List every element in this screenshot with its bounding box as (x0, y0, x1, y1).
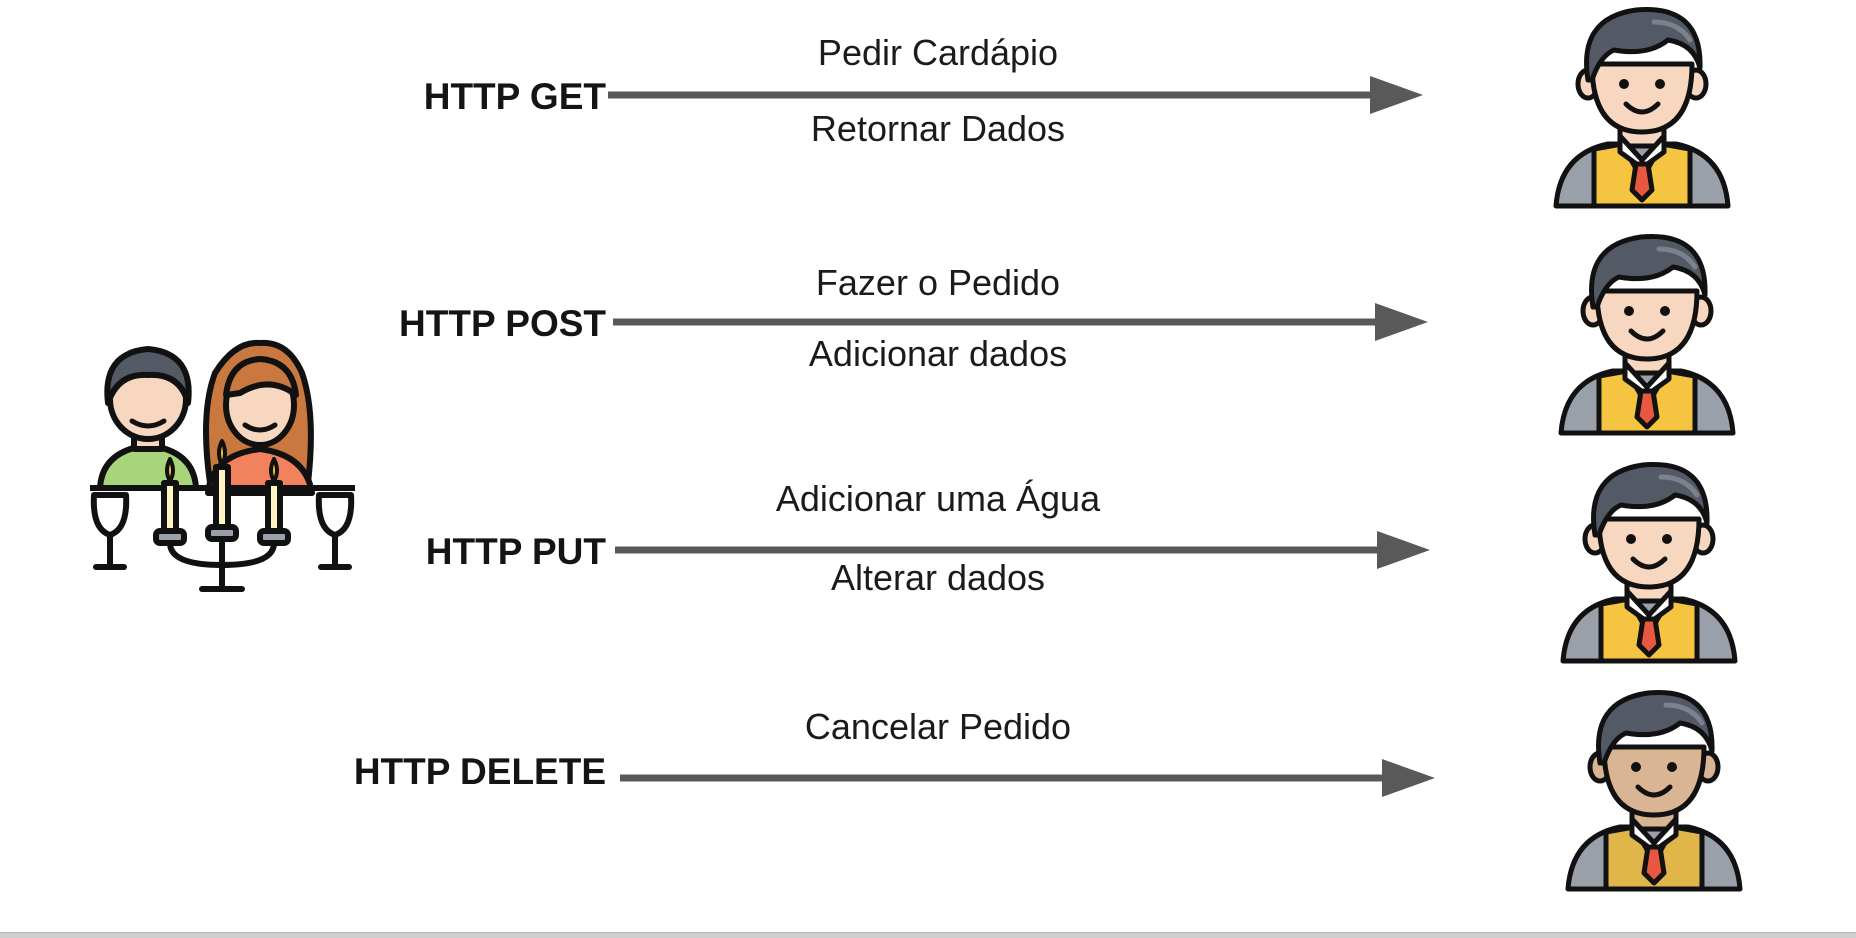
waiter-icon (1565, 689, 1743, 892)
waiter-icon (1558, 233, 1736, 436)
get-response-caption: Retornar Dados (810, 108, 1066, 149)
bottom-divider (0, 932, 1856, 938)
post-response-caption: Adicionar dados (808, 333, 1068, 374)
delete-arrow (620, 759, 1435, 797)
post-request-caption: Fazer o Pedido (815, 262, 1061, 303)
delete-request-caption: Cancelar Pedido (804, 706, 1072, 747)
diners-at-table-icon (90, 339, 355, 592)
put-response-caption: Alterar dados (830, 557, 1046, 598)
post-arrow (613, 303, 1428, 341)
http-get-label: HTTP GET (423, 76, 606, 117)
put-arrow (615, 531, 1430, 569)
waiter-icon (1560, 461, 1738, 664)
http-put-label: HTTP PUT (425, 531, 606, 572)
http-delete-label: HTTP DELETE (353, 751, 606, 792)
get-request-caption: Pedir Cardápio (817, 32, 1059, 73)
put-request-caption: Adicionar uma Água (775, 478, 1101, 519)
http-post-label: HTTP POST (399, 303, 606, 344)
waiter-icon (1553, 6, 1731, 209)
get-arrow (608, 76, 1423, 114)
